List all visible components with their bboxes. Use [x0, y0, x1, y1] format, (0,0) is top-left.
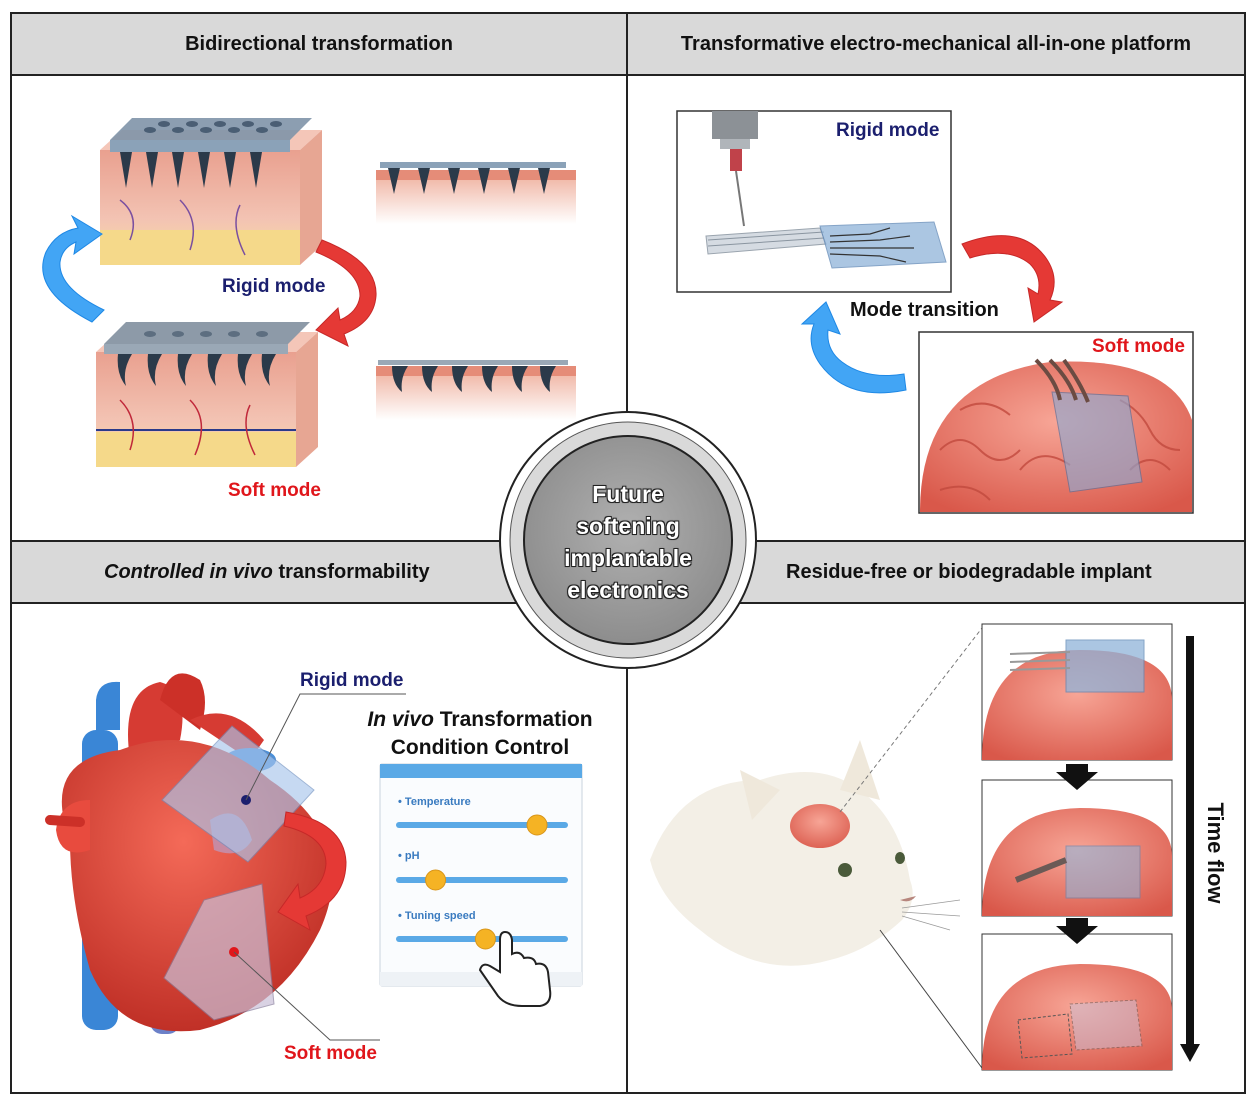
- skin-block-soft: [96, 322, 318, 467]
- control-title-line1: Transformation: [433, 708, 593, 731]
- ph-label: • pH: [398, 850, 420, 862]
- center-badge: [499, 411, 757, 669]
- time-flow-arrow: [1180, 636, 1200, 1062]
- slider-knobs[interactable]: [425, 814, 548, 950]
- brain-stage-2: [981, 779, 1173, 917]
- control-title-line2: Condition Control: [390, 736, 570, 759]
- stage-arrow-2: [1056, 918, 1098, 944]
- rigid-mode-label-bl: Rigid mode: [300, 670, 404, 691]
- soft-leader-line: [233, 951, 380, 1041]
- soft-mode-label-tl: Soft mode: [228, 480, 321, 501]
- center-title: Future softening implantable electronics: [548, 478, 708, 606]
- zoom-line-bottom: [879, 929, 983, 1069]
- center-line-4: electronics: [567, 577, 689, 603]
- needle-insertion-device: [705, 111, 947, 269]
- pointer-hand-icon: [478, 930, 552, 1007]
- soft-mode-label-tr: Soft mode: [1092, 336, 1185, 357]
- panel-header-platform: Transformative electro-mechanical all-in…: [628, 14, 1244, 76]
- panel-title-in-vivo: Controlled in vivo transformability: [104, 561, 430, 584]
- soft-mode-label-bl: Soft mode: [284, 1043, 377, 1064]
- panel-title-biodegradable: Residue-free or biodegradable implant: [786, 560, 1152, 583]
- cat-illustration: [650, 740, 961, 966]
- skin-block-rigid: [100, 118, 322, 265]
- red-curved-arrow-heart: [277, 811, 347, 932]
- ph-label-text: pH: [404, 850, 420, 862]
- control-title-italic: In vivo: [367, 708, 434, 731]
- panel-header-bidirectional: Bidirectional transformation: [12, 14, 626, 76]
- control-title: In vivo Transformation Condition Control: [352, 706, 608, 762]
- rigid-mode-label-tl: Rigid mode: [222, 276, 326, 297]
- stage-arrow-1: [1056, 764, 1098, 790]
- temperature-label-text: Temperature: [404, 796, 471, 808]
- skin-section-soft: [376, 360, 576, 420]
- blue-curved-arrow-left: [42, 214, 105, 323]
- rigid-mode-label-tr: Rigid mode: [836, 120, 940, 141]
- rigid-patch-heart: [161, 725, 315, 863]
- skin-section-rigid: [376, 162, 576, 224]
- panel-title-bidirectional: Bidirectional transformation: [185, 32, 453, 55]
- panel-title-platform: Transformative electro-mechanical all-in…: [680, 32, 1192, 55]
- ph-knob[interactable]: [425, 869, 447, 891]
- title-rest-part: transformability: [272, 560, 430, 583]
- mode-transition-label: Mode transition: [850, 299, 999, 321]
- brain-stage-3: [981, 933, 1173, 1071]
- tuning-speed-knob[interactable]: [474, 928, 496, 950]
- center-line-3: implantable: [564, 545, 692, 571]
- tuning-speed-label-text: Tuning speed: [404, 910, 476, 922]
- rigid-leader-line: [245, 693, 406, 801]
- red-curved-arrow-left: [315, 239, 377, 347]
- center-line-1: Future: [592, 481, 664, 507]
- temperature-label: • Temperature: [398, 796, 471, 808]
- brain-with-implant: [920, 358, 1192, 512]
- blue-curved-arrow-right: [800, 301, 907, 394]
- ph-slider-track[interactable]: [396, 877, 568, 883]
- center-line-2: softening: [576, 513, 680, 539]
- time-flow-label: Time flow: [1203, 802, 1228, 904]
- zoom-line-top: [839, 627, 983, 813]
- soft-patch-heart: [163, 883, 275, 1021]
- red-curved-arrow-right: [961, 235, 1064, 323]
- temperature-knob[interactable]: [526, 814, 548, 836]
- temperature-slider-track[interactable]: [396, 822, 568, 828]
- tuning-speed-label: • Tuning speed: [398, 910, 476, 922]
- title-italic-part: Controlled in vivo: [104, 560, 273, 583]
- brain-stage-1: [981, 623, 1173, 761]
